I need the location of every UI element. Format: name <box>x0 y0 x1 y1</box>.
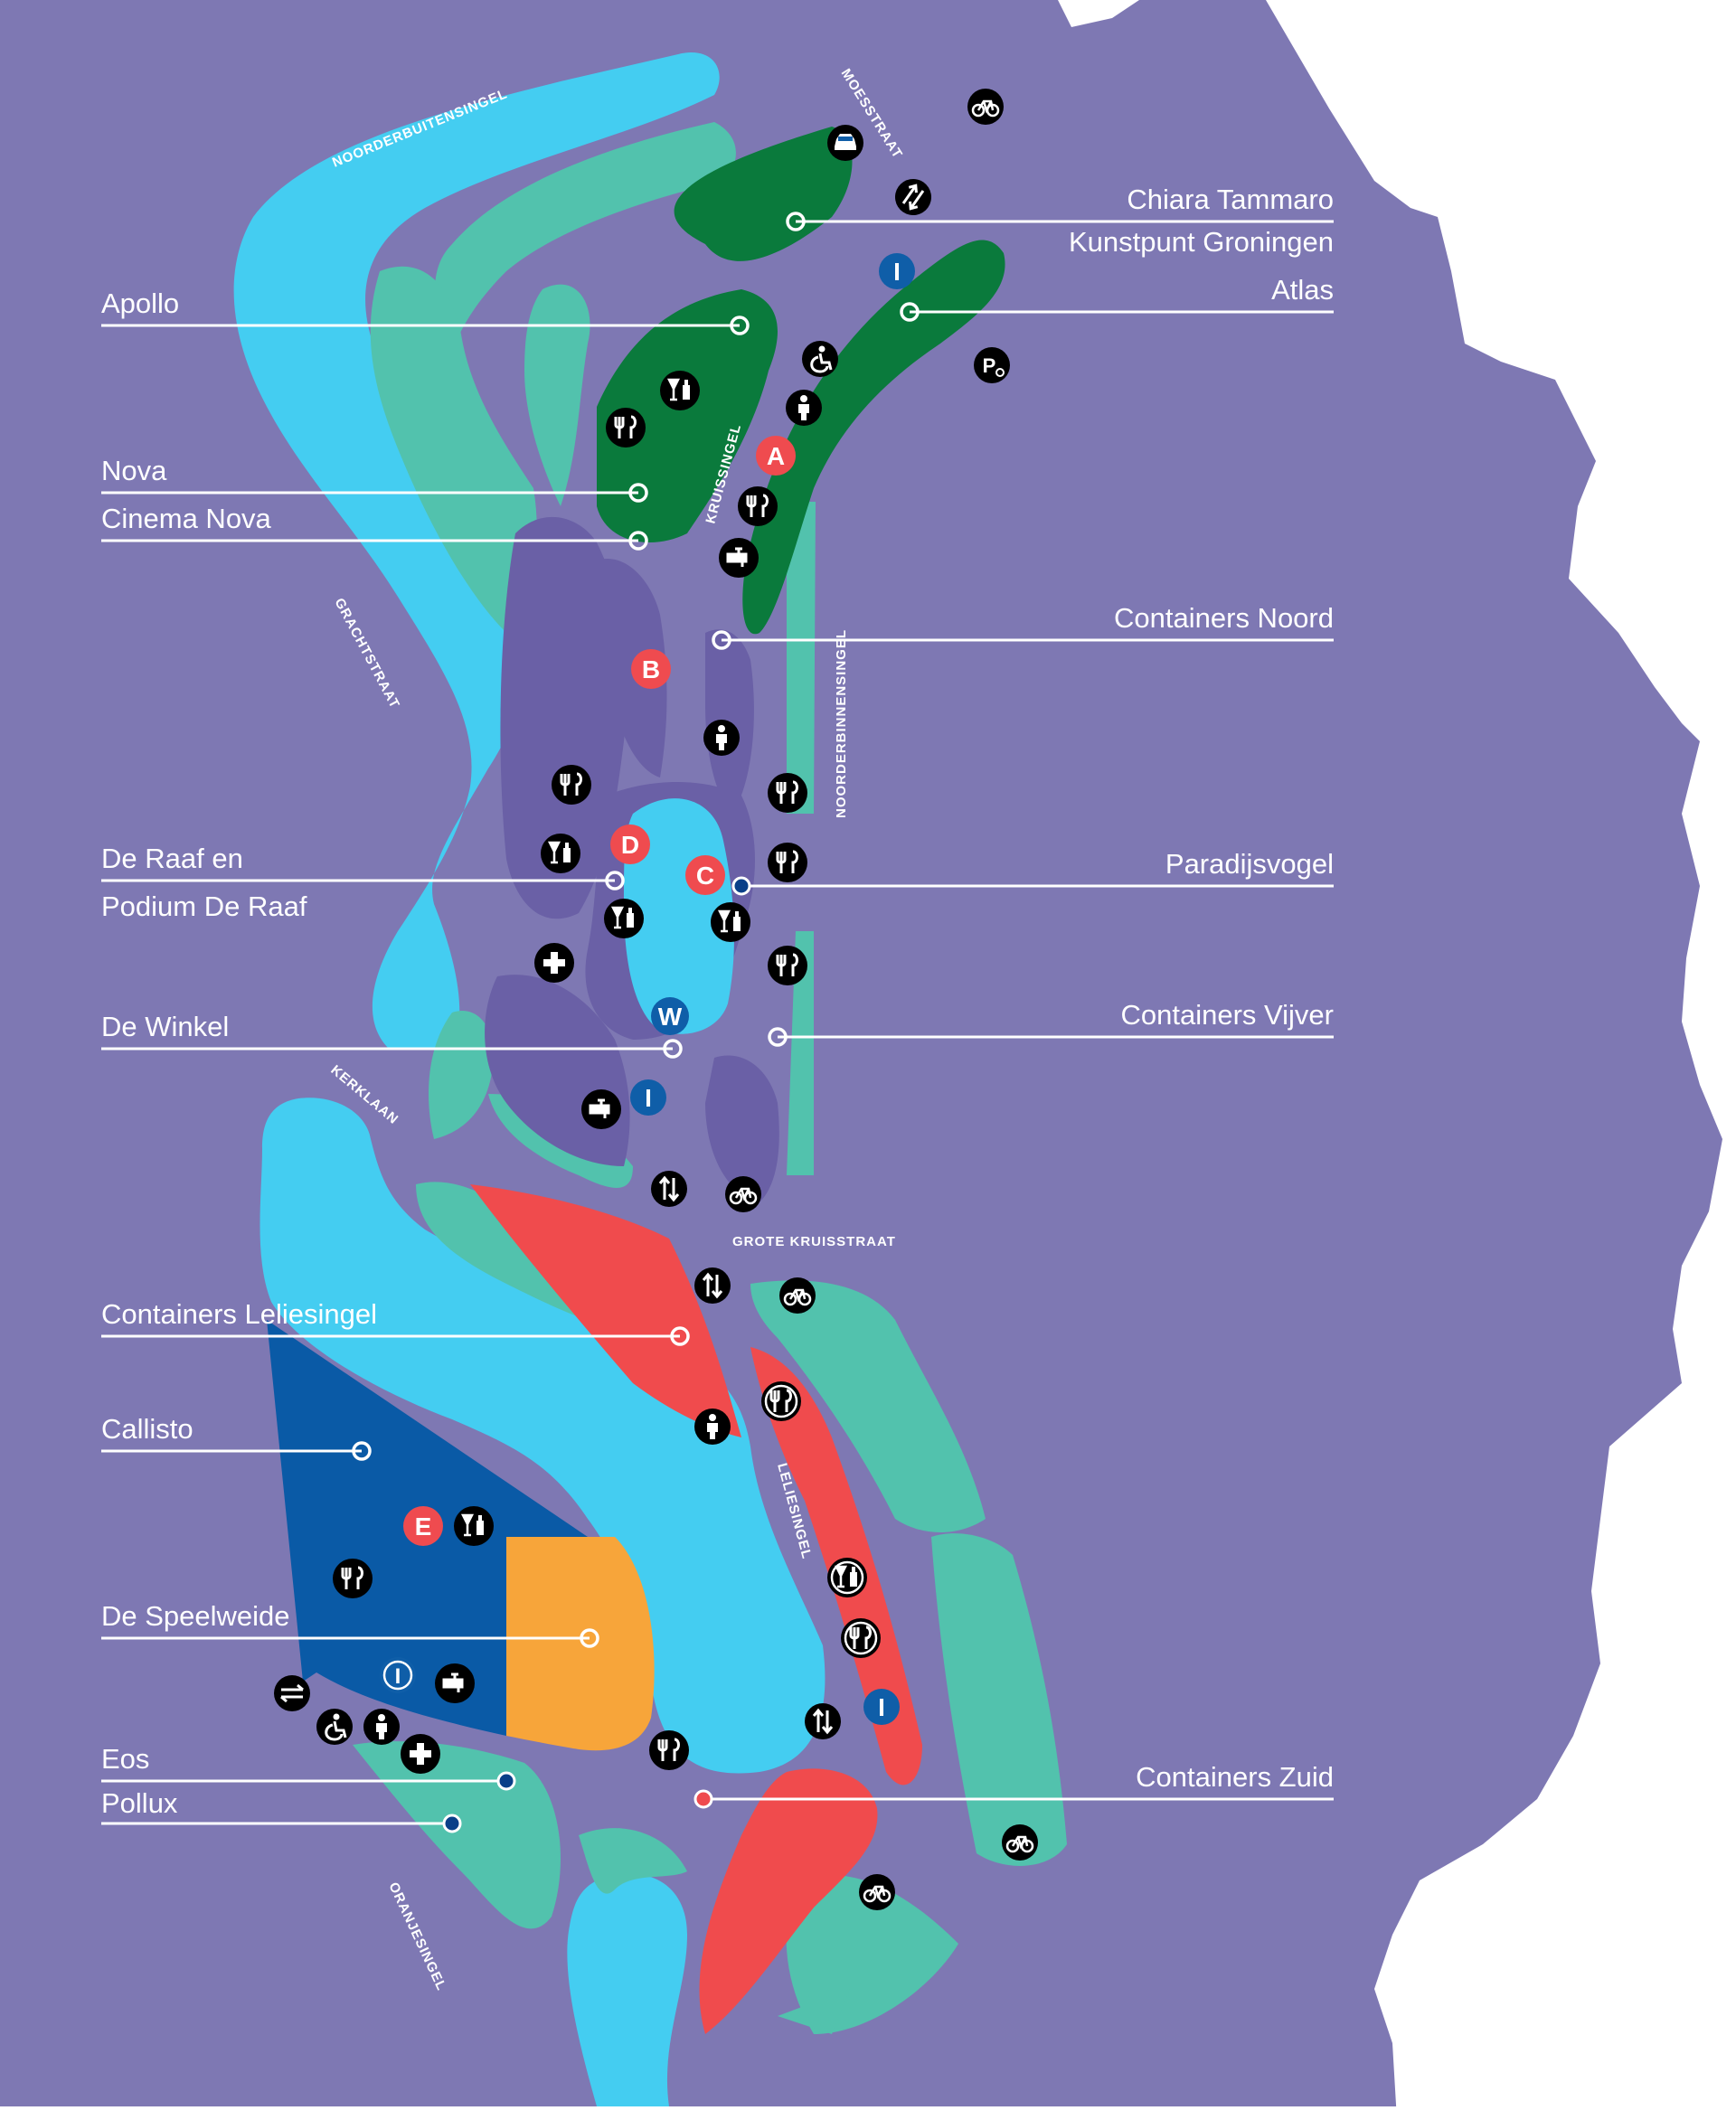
food-icon[interactable] <box>839 1616 882 1660</box>
north-zone <box>597 127 1005 635</box>
bicycle-parking-icon[interactable] <box>966 87 1005 127</box>
parking-accessible-icon[interactable] <box>973 346 1011 384</box>
speelweide-zone <box>506 1537 655 1751</box>
venue-podium-de-raaf[interactable]: Podium De Raaf <box>101 890 307 922</box>
food-icon[interactable] <box>550 763 593 806</box>
bottom-border <box>0 2106 1736 2120</box>
drinks-icon[interactable] <box>452 1504 495 1548</box>
bicycle-parking-icon[interactable] <box>723 1174 763 1214</box>
venue-de-raaf-en[interactable]: De Raaf en <box>101 843 243 874</box>
canal-south <box>259 1098 826 1774</box>
drinks-icon[interactable] <box>826 1556 869 1599</box>
svg-text:A: A <box>767 442 785 470</box>
water-tap-icon[interactable] <box>433 1662 476 1705</box>
venue-callisto[interactable]: Callisto <box>101 1413 193 1445</box>
info-icon[interactable]: I <box>879 253 915 289</box>
zone-a-marker[interactable]: A <box>756 436 796 476</box>
zone-b-marker[interactable]: B <box>631 649 671 689</box>
svg-text:B: B <box>642 655 660 683</box>
venue-paradijsvogel[interactable]: Paradijsvogel <box>1165 848 1334 880</box>
venue-chiara-tammaro[interactable]: Chiara Tammaro <box>1127 184 1334 215</box>
drinks-icon[interactable] <box>709 900 752 944</box>
grass-areas <box>353 122 1067 2034</box>
first-aid-icon[interactable] <box>534 943 574 983</box>
venue-eos[interactable]: Eos <box>101 1743 149 1775</box>
food-icon[interactable] <box>604 406 647 449</box>
info-icon[interactable]: I <box>380 1657 416 1693</box>
street-grote-kruisstraat: GROTE KRUISSTRAAT <box>732 1234 896 1249</box>
venue-nova[interactable]: Nova <box>101 455 167 486</box>
food-icon[interactable] <box>331 1557 374 1600</box>
venue-containers-leliesingel[interactable]: Containers Leliesingel <box>101 1298 377 1330</box>
zone-e-marker[interactable]: E <box>403 1506 443 1546</box>
svg-text:I: I <box>645 1084 652 1112</box>
food-icon[interactable] <box>647 1729 691 1772</box>
food-icon[interactable] <box>736 485 779 528</box>
venue-pollux[interactable]: Pollux <box>101 1787 178 1819</box>
svg-text:D: D <box>621 831 639 859</box>
zone-c-marker[interactable]: C <box>685 855 725 895</box>
toilet-icon[interactable] <box>694 1409 731 1445</box>
venue-containers-zuid[interactable]: Containers Zuid <box>1136 1761 1334 1793</box>
svg-text:C: C <box>696 862 714 890</box>
red-zone-south <box>699 1768 878 2034</box>
toilet-icon[interactable] <box>703 720 740 756</box>
map-icons: I A B D C W I E I <box>272 87 1040 1912</box>
zone-w-marker[interactable]: W <box>651 997 689 1035</box>
venue-kunstpunt-groningen[interactable]: Kunstpunt Groningen <box>1069 226 1334 258</box>
car-icon[interactable] <box>827 125 863 161</box>
toilet-icon[interactable] <box>363 1709 400 1745</box>
drinks-icon[interactable] <box>602 897 646 940</box>
venue-leaders <box>101 212 1334 1833</box>
info-icon[interactable]: I <box>630 1079 666 1116</box>
svg-text:I: I <box>395 1664 401 1689</box>
venue-de-winkel[interactable]: De Winkel <box>101 1011 229 1042</box>
traffic-direction-icon[interactable] <box>693 1266 732 1305</box>
venue-apollo[interactable]: Apollo <box>101 287 179 319</box>
svg-text:E: E <box>415 1512 432 1541</box>
drinks-icon[interactable] <box>539 832 582 875</box>
svg-text:I: I <box>893 258 901 286</box>
traffic-direction-icon[interactable] <box>803 1701 843 1741</box>
venue-labels-right: Chiara Tammaro Kunstpunt Groningen Atlas… <box>1069 184 1334 1793</box>
red-zone-north <box>470 1184 741 1437</box>
venue-atlas[interactable]: Atlas <box>1271 274 1334 306</box>
zone-d-marker[interactable]: D <box>610 824 650 864</box>
traffic-direction-icon[interactable] <box>272 1673 312 1713</box>
food-icon[interactable] <box>766 944 809 987</box>
food-icon[interactable] <box>766 841 809 884</box>
first-aid-icon[interactable] <box>401 1734 440 1774</box>
canal-bottom <box>567 1873 687 2106</box>
venue-labels-left: Apollo Nova Cinema Nova De Raaf en Podiu… <box>101 287 377 1819</box>
water-tap-icon[interactable] <box>580 1088 623 1131</box>
street-noorderbinnensingel: NOORDERBINNENSINGEL <box>834 629 849 818</box>
accessible-icon[interactable] <box>315 1707 354 1747</box>
bicycle-parking-icon[interactable] <box>778 1276 817 1315</box>
bicycle-parking-icon[interactable] <box>1000 1823 1040 1862</box>
svg-text:W: W <box>658 1003 683 1031</box>
water-tap-icon[interactable] <box>717 536 760 579</box>
venue-de-speelweide[interactable]: De Speelweide <box>101 1600 290 1632</box>
venue-containers-vijver[interactable]: Containers Vijver <box>1121 999 1334 1031</box>
drinks-icon[interactable] <box>658 369 702 412</box>
svg-text:I: I <box>878 1693 885 1721</box>
venue-containers-noord[interactable]: Containers Noord <box>1114 602 1334 634</box>
bicycle-parking-icon[interactable] <box>857 1872 897 1912</box>
toilet-icon[interactable] <box>786 390 822 426</box>
food-icon[interactable] <box>760 1380 803 1423</box>
info-icon[interactable]: I <box>863 1689 900 1725</box>
venue-cinema-nova[interactable]: Cinema Nova <box>101 503 272 534</box>
traffic-direction-icon[interactable] <box>649 1169 689 1209</box>
accessible-icon[interactable] <box>800 339 840 379</box>
food-icon[interactable] <box>766 771 809 815</box>
